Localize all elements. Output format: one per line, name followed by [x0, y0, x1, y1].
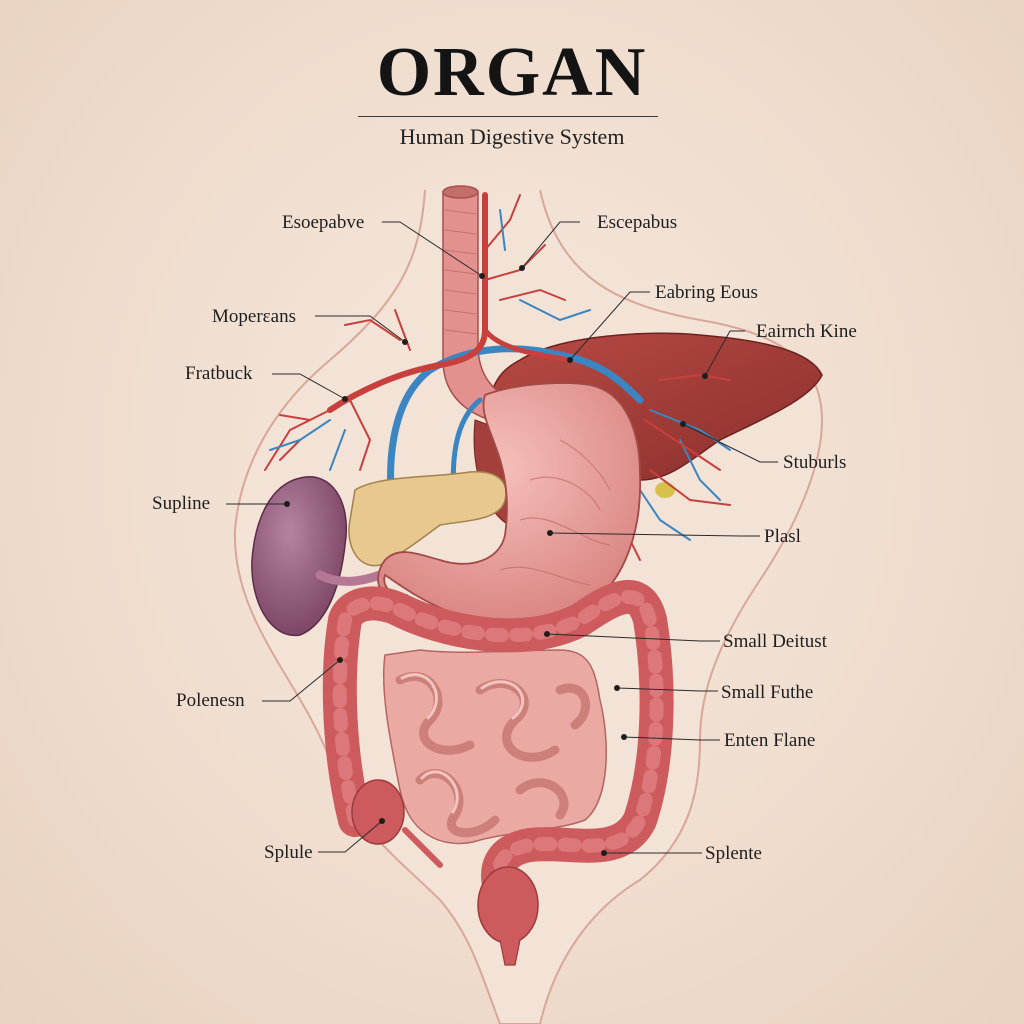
colon-shape — [322, 580, 674, 917]
rectum-shape — [477, 866, 539, 944]
label-fratbuck: Fratbuck — [185, 363, 253, 384]
label-splule: Splule — [264, 842, 313, 863]
label-small-deitust: Small Deitust — [723, 631, 827, 652]
label-eabring-eous: Eabring Eous — [655, 282, 758, 303]
leader-lines — [226, 221, 778, 854]
page-title: ORGAN — [376, 34, 648, 111]
label-plasl: Plasl — [764, 526, 801, 547]
pancreas-shape — [348, 471, 507, 567]
label-mopereans: Moperεans — [212, 306, 296, 327]
label-enten-flane: Enten Flane — [724, 730, 816, 751]
leader-dots — [284, 265, 708, 856]
label-esoepabve: Esoepabve — [282, 212, 365, 233]
title-rule — [358, 116, 658, 117]
spleen-shape — [251, 475, 347, 637]
label-stuburls: Stuburls — [783, 452, 847, 473]
label-eairnch-kine: Eairnch Kine — [756, 321, 857, 342]
label-supline: Supline — [152, 493, 211, 514]
gallbladder-shape — [655, 482, 675, 498]
page-subtitle: Human Digestive System — [399, 124, 625, 149]
label-splente: Splente — [705, 843, 762, 864]
label-small-futhe: Small Futhe — [721, 682, 814, 703]
stomach-shape — [377, 382, 642, 626]
label-polenesn: Polenesn — [176, 690, 245, 711]
appendix-shape — [351, 779, 405, 845]
label-escepabus: Escepabus — [597, 212, 678, 233]
